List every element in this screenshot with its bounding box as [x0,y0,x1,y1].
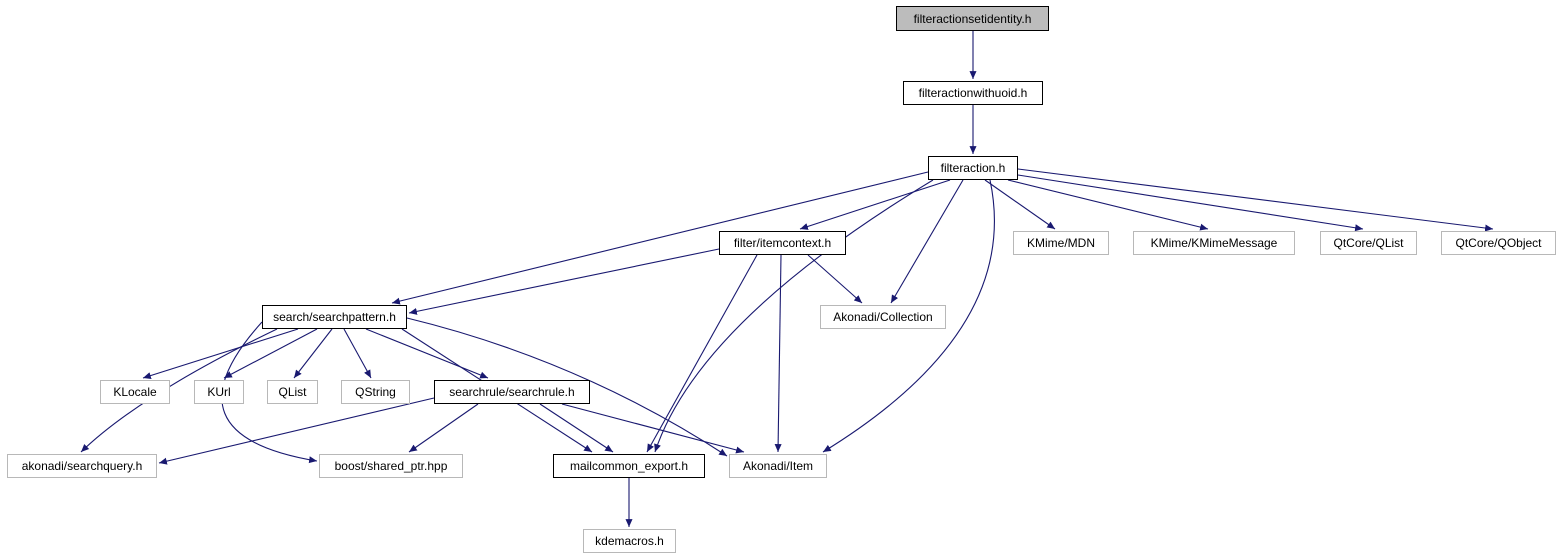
node-search-searchpattern-h[interactable]: search/searchpattern.h [262,305,407,329]
node-filter-itemcontext-h[interactable]: filter/itemcontext.h [719,231,846,255]
edge-search-searchpattern-h-to-qlist [293,328,333,379]
edge-filteraction-h-to-kmime-mdn [984,179,1056,230]
node-qstring: QString [341,380,410,404]
node-akonadi-collection: Akonadi/Collection [820,305,946,329]
node-kmime-mdn: KMime/MDN [1013,231,1109,255]
edge-filter-itemcontext-h-to-akonadi-item [774,254,782,453]
edge-filteraction-h-to-qtcore-qlist [1017,174,1364,232]
node-akonadi-searchquery-h: akonadi/searchquery.h [7,454,157,478]
edge-filter-itemcontext-h-to-mailcommon-export-h [646,254,758,453]
edge-search-searchpattern-h-to-searchrule-searchrule-h [365,328,489,379]
edge-filter-itemcontext-h-to-akonadi-collection [807,254,863,304]
node-klocale: KLocale [100,380,170,404]
node-filteraction-h[interactable]: filteraction.h [928,156,1018,180]
edge-search-searchpattern-h-to-klocale [142,328,299,379]
edge-filter-itemcontext-h-to-search-searchpattern-h [408,248,720,315]
edge-searchrule-searchrule-h-to-akonadi-item [561,403,745,454]
node-qlist: QList [267,380,318,404]
edge-search-searchpattern-h-to-boost-shared-ptr-hpp [221,321,318,464]
node-filteractionwithuoid-h[interactable]: filteractionwithuoid.h [903,81,1043,105]
edge-searchrule-searchrule-h-to-boost-shared-ptr-hpp [408,403,479,453]
node-qtcore-qobject: QtCore/QObject [1441,231,1556,255]
node-kurl: KUrl [194,380,244,404]
edge-filteraction-h-to-search-searchpattern-h [391,171,929,305]
node-filteractionsetidentity-h: filteractionsetidentity.h [896,6,1049,31]
edge-search-searchpattern-h-to-qstring [343,328,372,379]
edge-search-searchpattern-h-to-kurl [223,328,318,379]
edge-filteraction-h-to-akonadi-item [822,179,995,453]
edge-filteraction-h-to-kmime-kmimemessage [1007,179,1209,231]
node-kdemacros-h: kdemacros.h [583,529,676,553]
edge-searchrule-searchrule-h-to-akonadi-searchquery-h [158,397,435,465]
node-qtcore-qlist: QtCore/QList [1320,231,1417,255]
edge-searchrule-searchrule-h-to-mailcommon-export-h [539,403,614,453]
edge-filteraction-h-to-akonadi-collection [890,179,964,304]
node-mailcommon-export-h[interactable]: mailcommon_export.h [553,454,705,478]
edge-filteraction-h-to-qtcore-qobject [1017,168,1494,232]
node-akonadi-item: Akonadi/Item [729,454,827,478]
node-searchrule-searchrule-h[interactable]: searchrule/searchrule.h [434,380,590,404]
edge-search-searchpattern-h-to-akonadi-item [406,317,728,457]
node-kmime-kmimemessage: KMime/KMimeMessage [1133,231,1295,255]
edge-filteraction-h-to-mailcommon-export-h [654,179,934,453]
edge-filteraction-h-to-filter-itemcontext-h [799,179,951,230]
node-boost-shared-ptr-hpp: boost/shared_ptr.hpp [319,454,463,478]
